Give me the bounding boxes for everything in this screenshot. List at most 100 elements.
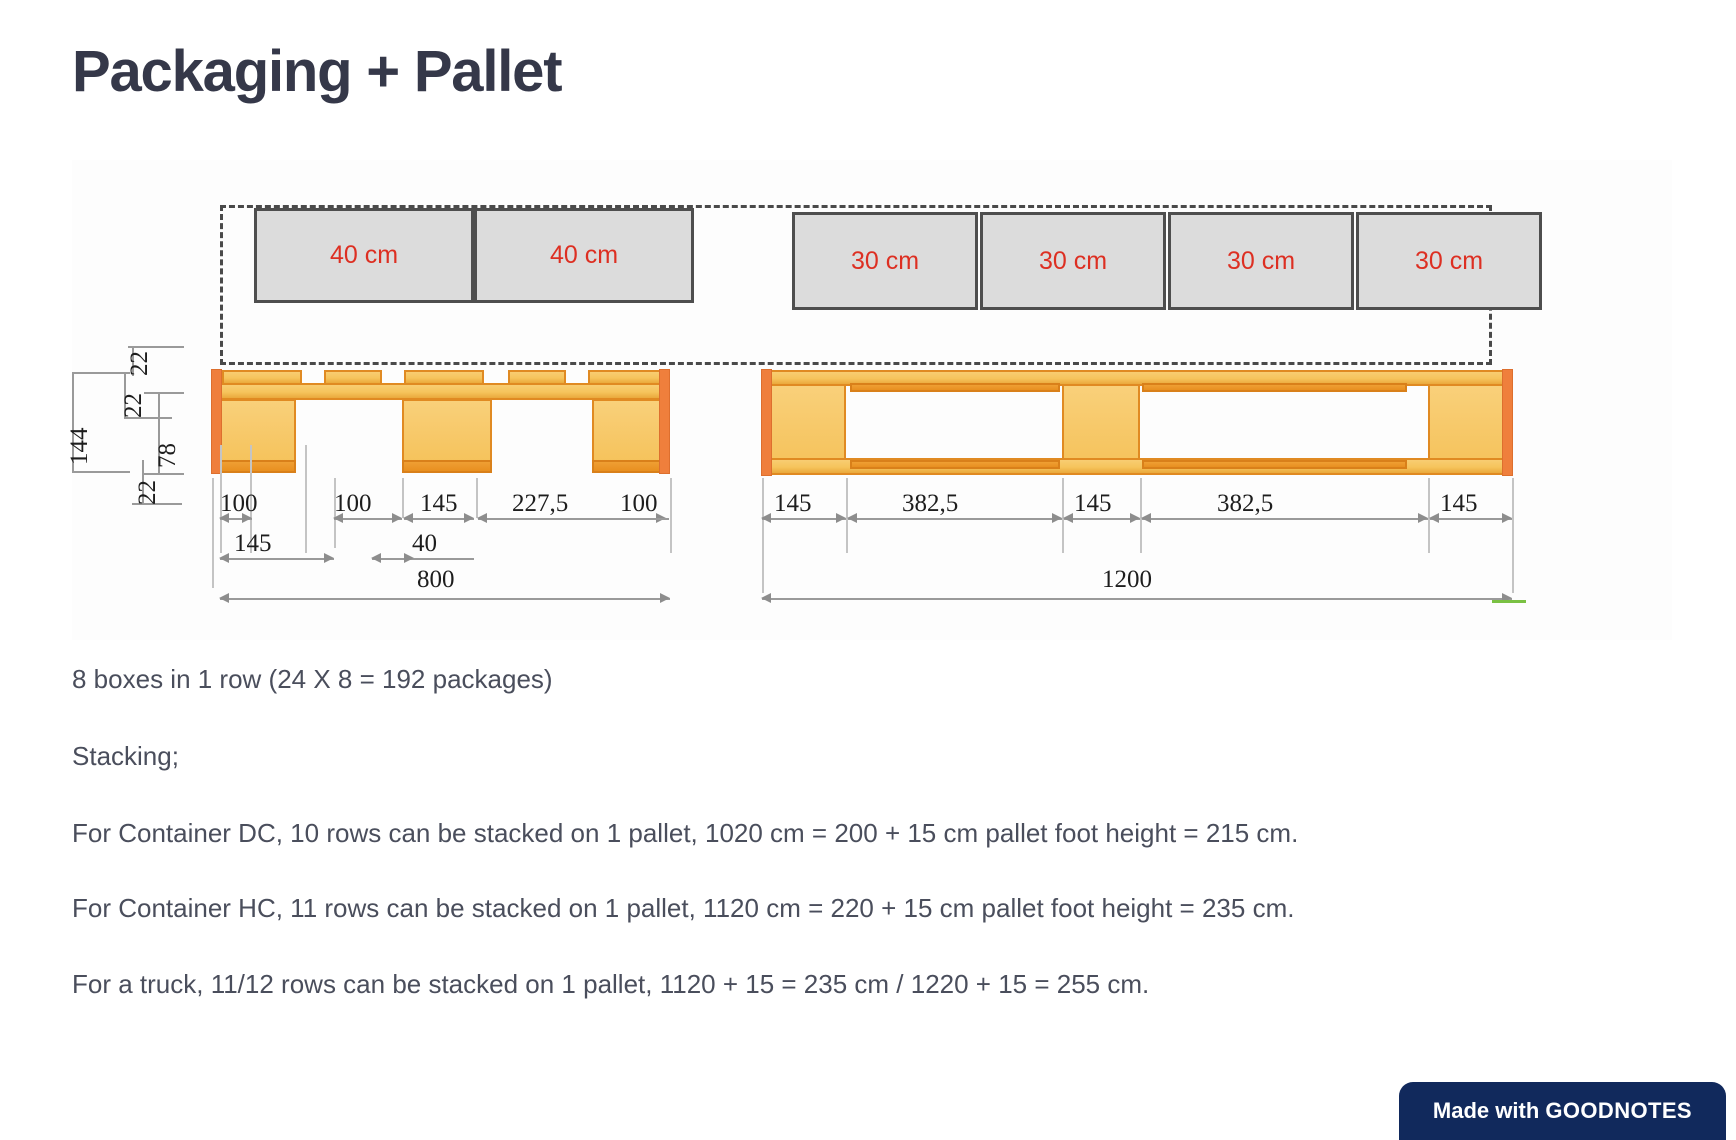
body-line-4: For Container HC, 11 rows can be stacked… [72,893,1295,923]
body-line-5: For a truck, 11/12 rows can be stacked o… [72,969,1150,999]
hdim-2275 [478,518,666,520]
badge-brand: GOODNOTES [1545,1098,1692,1123]
package-label: 40 cm [549,241,619,269]
arrow-left [371,553,381,563]
hdim-100b [334,518,402,520]
pallet-left-edge [761,369,772,476]
vdim-label-22bot: 22 [134,480,161,505]
hdim-100a [220,518,252,520]
guide-line [402,478,404,518]
guide-line [212,478,214,588]
hdim-800-line [220,598,670,600]
hdim-label-100b: 100 [334,490,372,517]
hdim-40 [372,558,474,560]
arrow-left [219,513,229,523]
guide-line [846,478,848,553]
vdim-144-bottom-tick [72,471,130,473]
guide-line [762,478,764,593]
page-title: Packaging + Pallet [72,39,563,104]
pallet-bottom-board [592,460,668,473]
pallet-block-left [768,384,846,470]
pallet-deck-board [1142,383,1407,392]
arrow-left [1429,513,1439,523]
package-label: 30 cm [1038,246,1108,275]
vdim-label-144: 144 [66,427,93,466]
guide-line [1512,478,1514,593]
hdim-label-r-3825a: 382,5 [902,490,959,517]
hdim-label-145a: 145 [420,490,458,517]
arrow-left [761,513,771,523]
guide-line [1062,478,1064,553]
hdim-label-100c: 100 [620,490,658,517]
arrow-left [847,513,857,523]
vdim-22bot-tick [132,503,182,505]
right-pallet-drawing [761,369,1522,490]
arrow-left [333,513,343,523]
package-label: 40 cm [329,241,399,269]
arrow-right [324,553,334,563]
hdim-r-145a [762,518,846,520]
package-30cm-4: 30 cm [1356,212,1542,310]
pallet-right-edge [659,369,670,474]
guide-line [476,478,478,518]
arrow-right [392,513,402,523]
pallet-block-right [1428,384,1506,470]
vdim-label-22top: 22 [126,351,153,376]
arrow-left [761,593,771,603]
vdim-144-line [72,372,74,472]
guide-line [220,445,222,553]
arrow-left [1141,513,1151,523]
hdim-label-800: 800 [417,566,455,593]
body-line-3: For Container DC, 10 rows can be stacked… [72,818,1299,848]
pallet-block-right [592,399,668,467]
vdim-label-78: 78 [154,443,181,468]
badge-prefix: Made with [1432,1098,1546,1123]
hdim-100c [617,518,669,520]
green-marker [1492,600,1526,603]
arrow-right [1502,593,1512,603]
left-pallet-drawing [211,369,682,490]
hdim-label-r-145c: 145 [1440,490,1478,517]
guide-line [670,478,672,553]
arrow-left [1063,513,1073,523]
pallet-block-middle [1062,384,1140,470]
made-with-badge[interactable]: Made with GOODNOTES [1398,1082,1726,1140]
hdim-label-r-145a: 145 [774,490,812,517]
guide-line [1428,478,1430,553]
arrow-left [219,593,229,603]
hdim-label-r-145b: 145 [1074,490,1112,517]
pallet-packaging-diagram: 40 cm 40 cm 30 cm 30 cm 30 cm 30 cm [66,160,1672,640]
pallet-block-left [220,399,296,467]
arrow-right [1052,513,1062,523]
vdim-label-22a: 22 [120,393,147,418]
arrow-right [660,593,670,603]
guide-line [305,445,307,553]
arrow-left [477,513,487,523]
hdim-label-145b: 145 [234,530,272,557]
pallet-bottom-board [402,460,492,473]
hdim-r-3825a [848,518,1062,520]
hdim-label-r-3825b: 382,5 [1217,490,1274,517]
arrow-right [1130,513,1140,523]
package-30cm-2: 30 cm [980,212,1166,310]
package-label: 30 cm [1226,246,1296,275]
arrow-left [219,553,229,563]
guide-line [1140,478,1142,553]
body-line-1: 8 boxes in 1 row (24 X 8 = 192 packages) [72,664,553,694]
arrow-right [464,513,474,523]
package-40cm-1: 40 cm [254,208,474,303]
arrow-right [404,553,414,563]
vdim-22bot-line [142,460,144,504]
hdim-145a [404,518,474,520]
hdim-r-3825b [1142,518,1428,520]
hdim-label-40: 40 [412,530,437,557]
guide-line [250,445,252,553]
vdim-22a-tick [124,417,172,419]
body-line-2: Stacking; [72,741,179,771]
vdim-22top-tick [128,346,184,348]
vdim-144-top-tick [72,372,130,374]
hdim-label-1200: 1200 [1102,566,1152,593]
package-30cm-1: 30 cm [792,212,978,310]
pallet-bottom-board [220,460,296,473]
